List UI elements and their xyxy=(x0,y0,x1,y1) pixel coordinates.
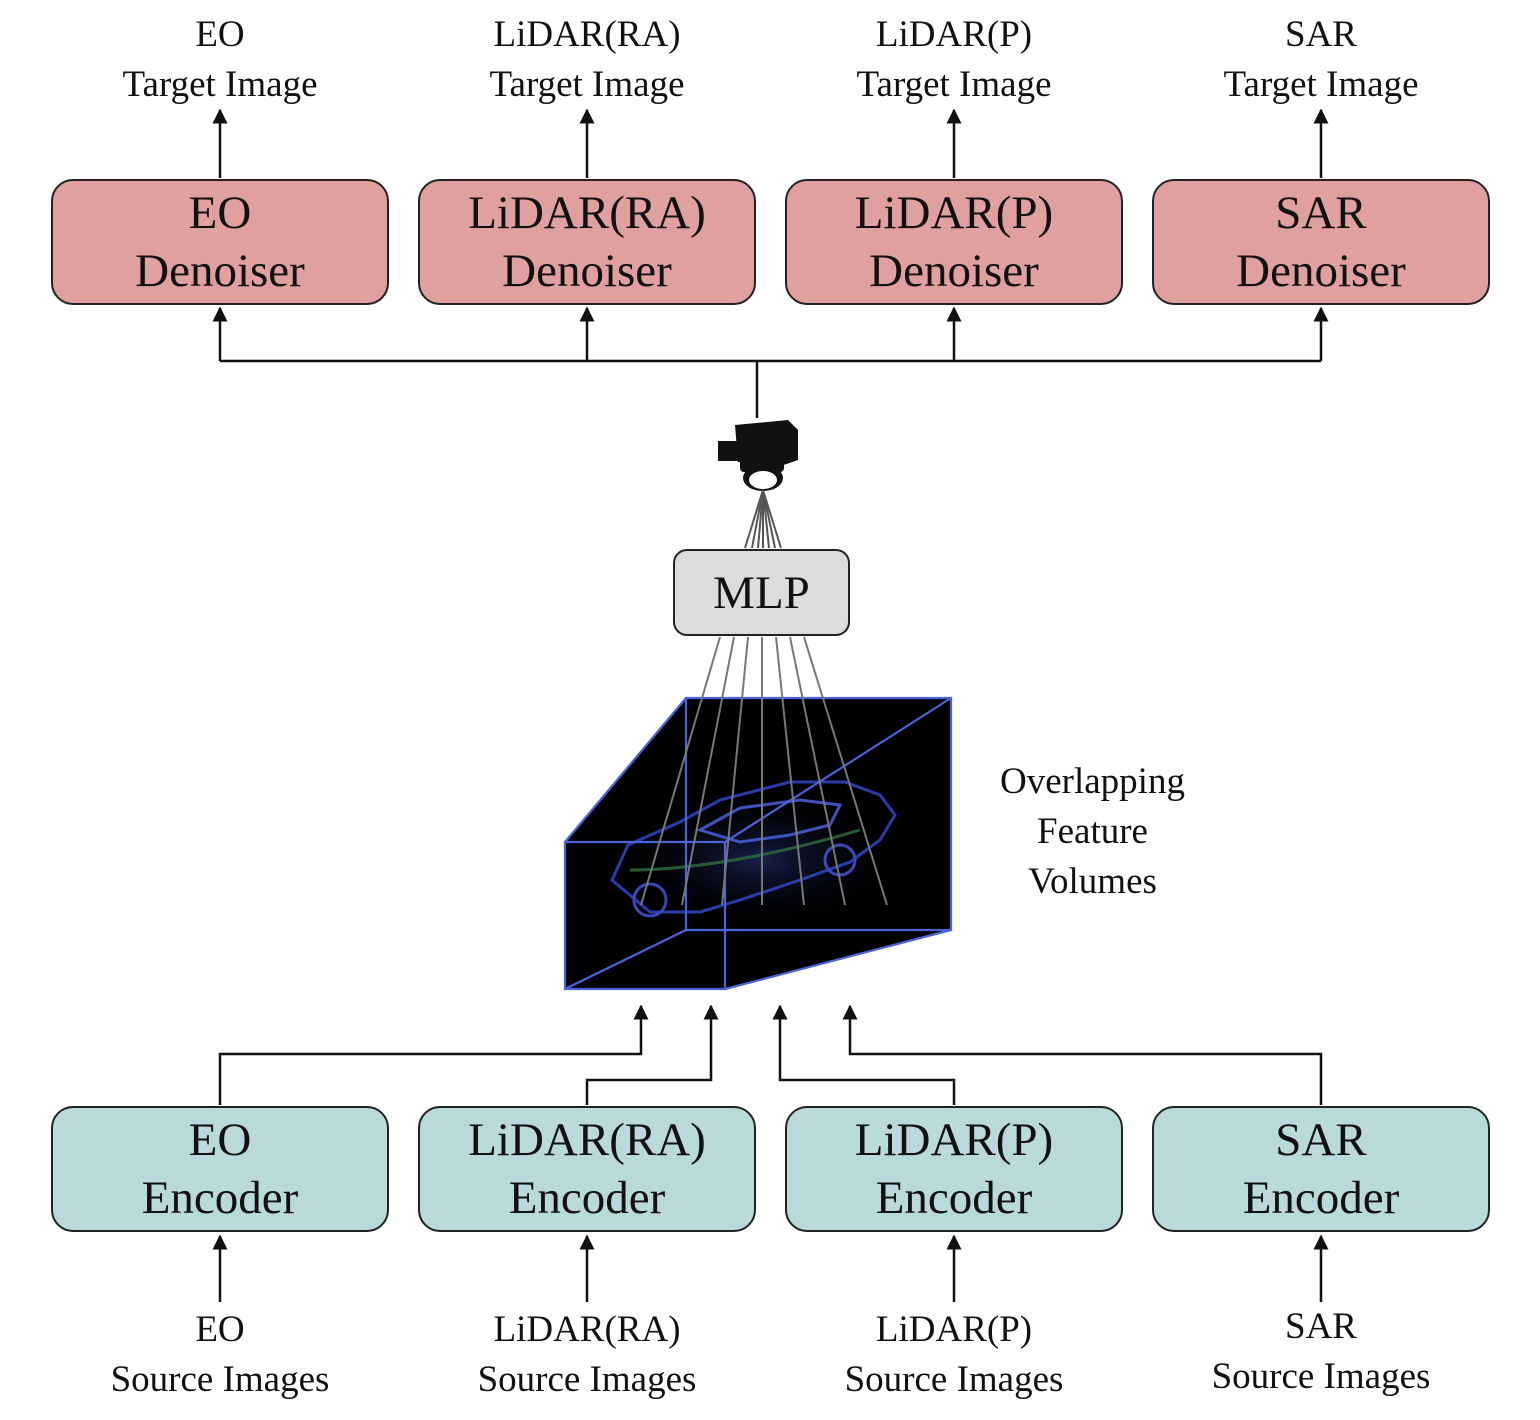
mlp-label: MLP xyxy=(713,566,810,619)
target-label-line1: LiDAR(P) xyxy=(875,14,1033,55)
source-label-eo: EO Source Images xyxy=(70,1305,370,1405)
target-label-line2: Target Image xyxy=(489,64,685,105)
target-arrows xyxy=(212,108,1329,178)
lidar-p-denoiser-block: LiDAR(P) Denoiser xyxy=(785,179,1123,305)
block-subtitle: Denoiser xyxy=(869,245,1039,297)
target-label-line2: Target Image xyxy=(856,64,1052,105)
eo-encoder-block: EO Encoder xyxy=(51,1106,389,1232)
block-subtitle: Denoiser xyxy=(135,245,305,297)
encoder-feed-lines xyxy=(218,1004,1323,1105)
target-label-line1: EO xyxy=(195,14,245,55)
feature-volumes-line3: Volumes xyxy=(1028,861,1157,902)
target-label-lidar-ra: LiDAR(RA) Target Image xyxy=(437,10,737,110)
mlp-block: MLP xyxy=(673,549,850,636)
lidar-ra-denoiser-block: LiDAR(RA) Denoiser xyxy=(418,179,756,305)
denoiser-feed-lines xyxy=(212,306,1329,418)
camera-icon xyxy=(718,420,798,491)
source-label-line2: Source Images xyxy=(1211,1356,1431,1397)
source-label-line2: Source Images xyxy=(844,1359,1064,1400)
lidar-p-encoder-block: LiDAR(P) Encoder xyxy=(785,1106,1123,1232)
block-title: SAR xyxy=(1275,187,1367,239)
feature-volume xyxy=(563,696,953,991)
source-label-line1: LiDAR(P) xyxy=(875,1309,1033,1350)
mlp-rays xyxy=(640,636,888,906)
block-title: SAR xyxy=(1275,1114,1367,1166)
target-label-sar: SAR Target Image xyxy=(1171,10,1471,110)
source-label-line1: SAR xyxy=(1285,1306,1357,1347)
source-arrows xyxy=(212,1234,1329,1302)
block-subtitle: Encoder xyxy=(508,1172,666,1224)
target-label-line2: Target Image xyxy=(122,64,318,105)
feature-volumes-label: Overlapping Feature Volumes xyxy=(960,757,1225,907)
block-title: LiDAR(P) xyxy=(854,187,1054,239)
block-subtitle: Encoder xyxy=(875,1172,1033,1224)
target-label-line2: Target Image xyxy=(1223,64,1419,105)
source-label-lidar-p: LiDAR(P) Source Images xyxy=(804,1305,1104,1405)
camera-rays xyxy=(744,489,782,549)
target-label-eo: EO Target Image xyxy=(70,10,370,110)
source-label-lidar-ra: LiDAR(RA) Source Images xyxy=(437,1305,737,1405)
lidar-ra-encoder-block: LiDAR(RA) Encoder xyxy=(418,1106,756,1232)
block-title: LiDAR(P) xyxy=(854,1114,1054,1166)
eo-denoiser-block: EO Denoiser xyxy=(51,179,389,305)
sar-denoiser-block: SAR Denoiser xyxy=(1152,179,1490,305)
target-label-line1: SAR xyxy=(1285,14,1357,55)
source-label-line1: LiDAR(RA) xyxy=(493,1309,681,1350)
block-title: EO xyxy=(188,1114,252,1166)
source-label-sar: SAR Source Images xyxy=(1171,1302,1471,1402)
source-label-line2: Source Images xyxy=(110,1359,330,1400)
target-label-lidar-p: LiDAR(P) Target Image xyxy=(804,10,1104,110)
source-label-line2: Source Images xyxy=(477,1359,697,1400)
block-subtitle: Denoiser xyxy=(1236,245,1406,297)
feature-volumes-line2: Feature xyxy=(1037,811,1148,852)
block-subtitle: Encoder xyxy=(1242,1172,1400,1224)
block-title: LiDAR(RA) xyxy=(468,187,706,239)
sar-encoder-block: SAR Encoder xyxy=(1152,1106,1490,1232)
block-title: EO xyxy=(188,187,252,239)
target-label-line1: LiDAR(RA) xyxy=(493,14,681,55)
block-title: LiDAR(RA) xyxy=(468,1114,706,1166)
feature-volumes-line1: Overlapping xyxy=(1000,761,1185,802)
block-subtitle: Encoder xyxy=(141,1172,299,1224)
block-subtitle: Denoiser xyxy=(502,245,672,297)
source-label-line1: EO xyxy=(195,1309,245,1350)
